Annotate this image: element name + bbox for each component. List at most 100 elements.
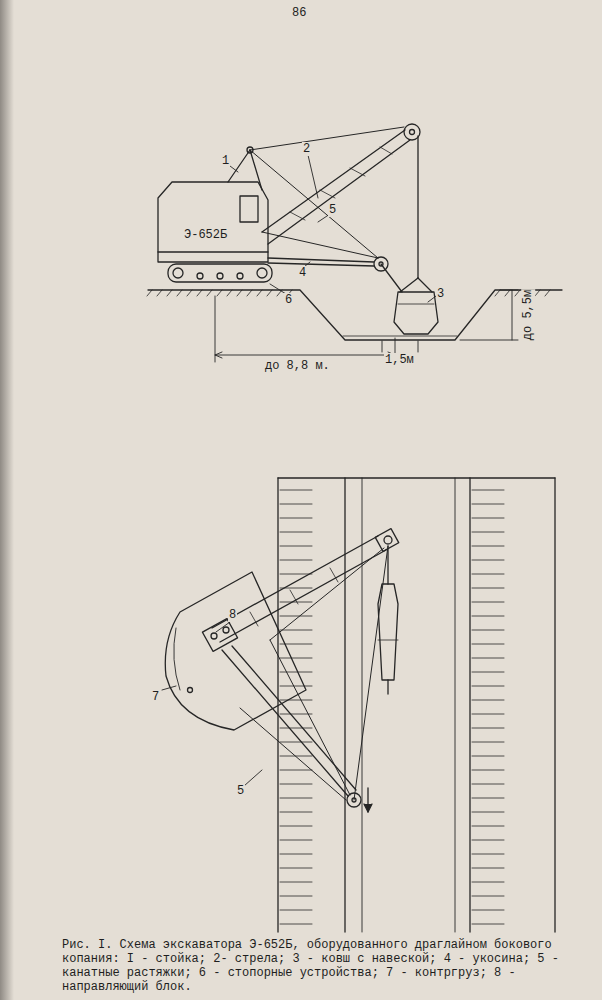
hatch-tick [472, 616, 504, 617]
callout-number: 1 [221, 154, 230, 168]
hatch-tick [280, 910, 312, 911]
plan-bucket [378, 546, 398, 694]
hatch-tick [472, 644, 504, 645]
crawler-track [173, 268, 183, 278]
hatch-tick [280, 924, 312, 925]
plan-ropes [270, 548, 384, 640]
crawler-track [217, 273, 223, 279]
hatch-tick [495, 290, 500, 296]
hatch-tick [472, 490, 504, 491]
hatch-tick [247, 290, 252, 296]
trench-plan [278, 478, 555, 932]
leader-lines [230, 166, 238, 172]
boom [268, 140, 410, 244]
hatch-tick [472, 910, 504, 911]
hatch-tick [280, 658, 312, 659]
hatch-tick [177, 290, 182, 296]
leader-lines-plan [162, 686, 176, 690]
hatch-tick [280, 896, 312, 897]
hatch-tick [472, 714, 504, 715]
hatch-tick [472, 546, 504, 547]
model-label: Э-652Б [183, 228, 228, 242]
hatch-tick [147, 290, 152, 296]
trench-plan [469, 478, 470, 932]
strut [268, 263, 374, 266]
crawler-track [257, 268, 267, 278]
plan-ropes [240, 546, 388, 800]
pendant-ropes [250, 127, 404, 258]
hatch-tick [280, 840, 312, 841]
callout-number: 5 [236, 784, 245, 798]
boom [350, 168, 365, 176]
hatch-tick [280, 672, 312, 673]
hatch-tick [237, 290, 242, 296]
hatch-tick [280, 532, 312, 533]
plan-boom [384, 536, 392, 544]
hatch-tick [472, 560, 504, 561]
hatch-tick [472, 574, 504, 575]
trench-plan [362, 478, 363, 932]
boom [290, 212, 305, 220]
hatch-tick [472, 532, 504, 533]
hatch-tick [280, 630, 312, 631]
dimension-label: до 8,8 м. [264, 359, 331, 373]
hatch-tick [280, 854, 312, 855]
a-frame-stand [228, 150, 250, 182]
hatch-tick [280, 882, 312, 883]
hatch-tick [280, 770, 312, 771]
hatch-tick [472, 672, 504, 673]
leader-lines-plan [216, 622, 230, 632]
hatch-tick [227, 290, 232, 296]
plan-bucket [387, 546, 388, 584]
callout-number: 6 [284, 293, 293, 307]
hatch-tick [505, 290, 510, 296]
plan-boom [220, 550, 386, 642]
hatch-tick [257, 290, 262, 296]
leader-lines [428, 296, 436, 302]
excavator-plan-body [188, 688, 193, 693]
cab-body [158, 251, 268, 252]
cab-body [240, 196, 258, 222]
hoist-rope-and-bucket [394, 292, 438, 334]
hatch-tick [280, 686, 312, 687]
hatch-tick [167, 290, 172, 296]
hatch-tick [472, 798, 504, 799]
hatch-tick [535, 290, 540, 296]
boom [380, 147, 392, 154]
strut [268, 257, 388, 271]
plan-bucket [387, 680, 388, 694]
trench-plan [278, 477, 555, 478]
boom [410, 130, 415, 135]
guide-block [211, 633, 217, 639]
ground-profile [343, 336, 457, 337]
plan-boom [290, 590, 298, 604]
dimension-lines [382, 341, 383, 352]
hatch-tick [472, 630, 504, 631]
dimension-lines [215, 290, 518, 362]
pendant-ropes [250, 127, 404, 150]
hatch-tick [472, 602, 504, 603]
hatch-tick [280, 574, 312, 575]
leader-lines-plan [162, 622, 262, 786]
dimension-lines [215, 355, 395, 356]
strut [268, 258, 374, 262]
hatch-tick [472, 854, 504, 855]
plan-bucket [378, 640, 398, 641]
hatch-tick [472, 882, 504, 883]
direction-arrow [364, 804, 372, 812]
hoist-rope-and-bucket [381, 136, 438, 334]
dimension-label: до 5,5м [521, 289, 535, 341]
hatch-tick [280, 490, 312, 491]
trench-plan [344, 478, 345, 932]
a-frame-stand [228, 147, 262, 190]
callout-number: 2 [302, 142, 311, 156]
hatch-tick [472, 770, 504, 771]
pendant-ropes [250, 150, 378, 258]
figure-caption: Рис. I. Схема экскаватора Э-652Б, оборуд… [62, 938, 580, 994]
hatch-tick [472, 658, 504, 659]
hatch-tick [157, 290, 162, 296]
ground-profile [148, 290, 562, 340]
plan-boom [212, 529, 399, 642]
hatch-tick [472, 840, 504, 841]
